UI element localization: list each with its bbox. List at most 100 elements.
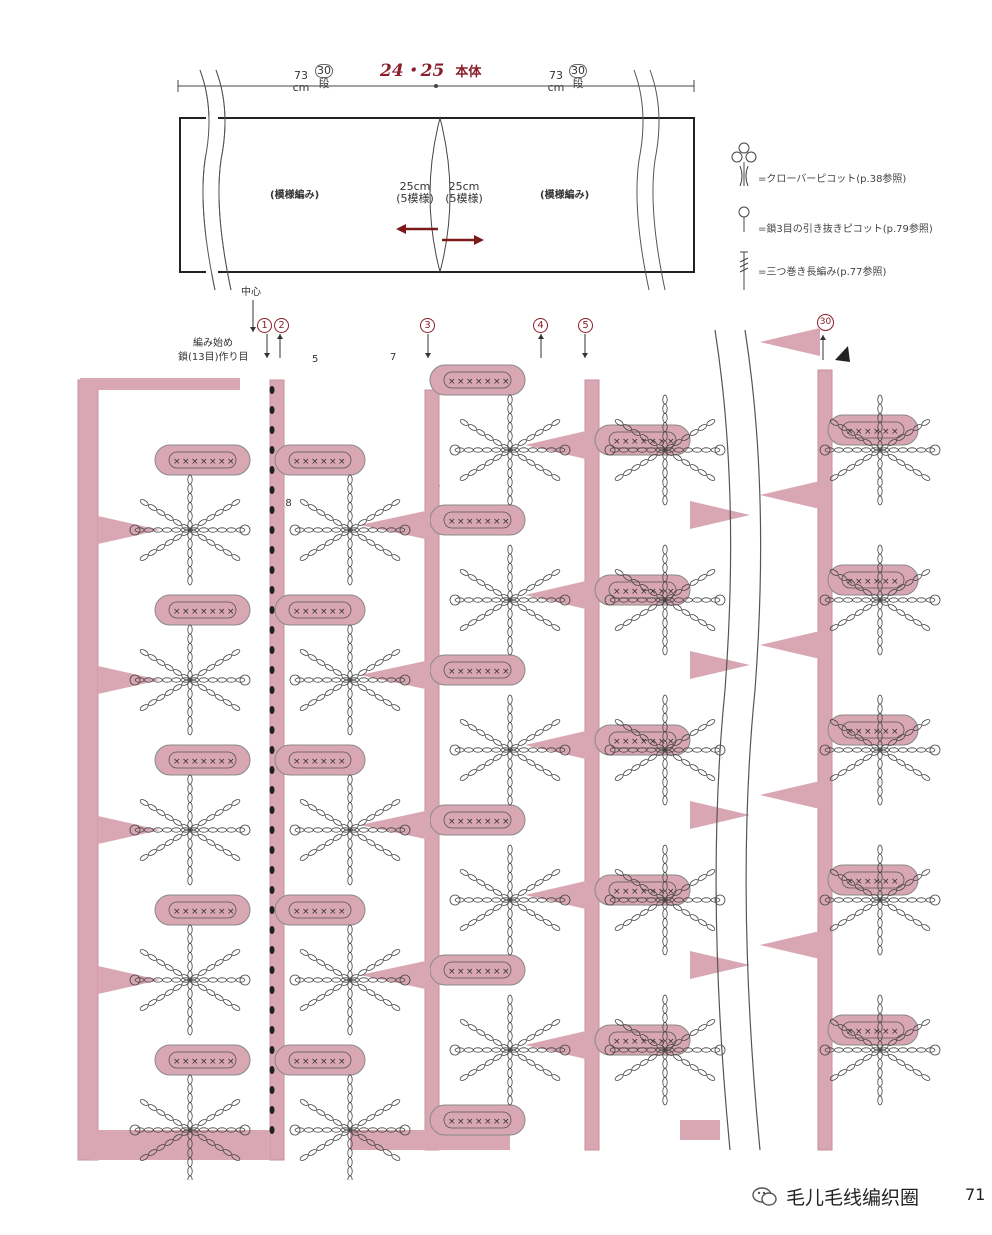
chain-stitch bbox=[852, 747, 862, 753]
x-stitch: × bbox=[218, 757, 226, 767]
crochet-chart: ××××××××××××××××××××××××××××××××××××××××… bbox=[77, 300, 941, 1180]
chain-stitch bbox=[347, 1083, 353, 1094]
legend-item-slip-picot: =鎖3目の引き抜きピコット(p.79参照) bbox=[758, 224, 933, 235]
chain-stitch bbox=[838, 574, 847, 581]
chain-stitch bbox=[308, 1149, 317, 1156]
chain-stitch bbox=[347, 961, 353, 972]
center-chain-stitch bbox=[269, 466, 275, 474]
chain-stitch bbox=[518, 747, 529, 753]
chain-stitch bbox=[231, 649, 241, 656]
chain-stitch bbox=[877, 636, 883, 647]
pattern-block-inner bbox=[443, 511, 512, 529]
chain-stitch bbox=[231, 854, 241, 861]
x-stitch: × bbox=[457, 517, 465, 527]
chain-stitch bbox=[507, 1095, 513, 1106]
chain-stitch bbox=[846, 1029, 856, 1036]
chain-stitch bbox=[698, 469, 707, 476]
right-width-value: 73 bbox=[549, 69, 563, 82]
chain-stitch bbox=[916, 597, 927, 603]
chain-stitch bbox=[187, 783, 193, 794]
x-stitch: × bbox=[864, 427, 872, 437]
chain-stitch bbox=[459, 569, 469, 576]
x-stitch: × bbox=[640, 1037, 648, 1047]
picot-icon bbox=[714, 594, 726, 606]
chain-stitch bbox=[662, 636, 668, 647]
chain-stitch bbox=[507, 1013, 513, 1023]
pattern-block-inner bbox=[443, 371, 512, 389]
chain-stitch bbox=[316, 959, 326, 966]
chain-stitch bbox=[507, 853, 513, 864]
chain-stitch bbox=[324, 539, 334, 546]
pattern-wedge bbox=[690, 951, 750, 979]
chain-stitch bbox=[391, 649, 401, 656]
center-chain-stitch bbox=[269, 926, 275, 934]
chain-stitch bbox=[689, 1064, 699, 1071]
chain-stitch bbox=[303, 1127, 314, 1133]
chain-stitch bbox=[324, 989, 334, 996]
body-rectangle bbox=[179, 117, 695, 273]
chain-stitch bbox=[631, 579, 641, 586]
chain-stitch bbox=[358, 819, 367, 826]
x-stitch: × bbox=[484, 377, 492, 387]
chain-stitch bbox=[333, 969, 342, 976]
chain-stitch bbox=[534, 879, 544, 886]
break-line bbox=[744, 329, 762, 1151]
picot-icon bbox=[559, 444, 571, 456]
chain-stitch bbox=[308, 849, 317, 856]
chain-stitch bbox=[877, 394, 883, 405]
chain-stitch bbox=[187, 725, 193, 736]
chain-stitch bbox=[692, 597, 702, 603]
chain-stitch bbox=[366, 814, 376, 821]
chain-stitch bbox=[366, 539, 376, 546]
chain-stitch bbox=[863, 1039, 872, 1046]
chain-stitch bbox=[347, 652, 353, 662]
pattern-wedge bbox=[360, 510, 430, 540]
chain-stitch bbox=[507, 413, 513, 423]
chain-stitch bbox=[921, 774, 931, 781]
chain-stitch bbox=[877, 777, 883, 787]
pattern-block-inner bbox=[288, 751, 352, 769]
chain-stitch bbox=[888, 1039, 897, 1046]
center-chain-stitch bbox=[269, 786, 275, 794]
chain-stitch bbox=[507, 936, 513, 947]
chain-stitch bbox=[852, 447, 862, 453]
chain-stitch bbox=[316, 659, 326, 666]
chain-stitch bbox=[507, 394, 513, 405]
chain-stitch bbox=[673, 889, 682, 896]
chain-stitch bbox=[507, 703, 513, 714]
x-stitch: × bbox=[631, 437, 639, 447]
picot-icon bbox=[449, 1044, 461, 1056]
center-chain-stitch bbox=[269, 586, 275, 594]
picot-icon bbox=[604, 744, 616, 756]
pattern-wedge bbox=[690, 501, 750, 529]
chain-stitch bbox=[347, 698, 353, 708]
chain-stitch bbox=[206, 514, 216, 521]
x-stitch: × bbox=[191, 1057, 199, 1067]
chain-stitch bbox=[843, 447, 853, 453]
chain-stitch bbox=[374, 1144, 384, 1151]
chain-stitch bbox=[648, 1039, 657, 1046]
x-stitch: × bbox=[227, 1057, 235, 1067]
chain-stitch bbox=[648, 889, 657, 896]
chain-stitch bbox=[921, 869, 931, 876]
chain-stitch bbox=[347, 1175, 353, 1180]
chain-stitch bbox=[528, 1047, 538, 1053]
chain-stitch bbox=[198, 684, 207, 691]
chain-stitch bbox=[518, 604, 527, 611]
chain-stitch bbox=[198, 827, 209, 833]
chain-stitch bbox=[662, 1013, 668, 1023]
chain-stitch bbox=[692, 1047, 702, 1053]
chain-stitch bbox=[507, 795, 513, 806]
chain-stitch bbox=[347, 624, 353, 635]
chain-stitch bbox=[904, 429, 914, 436]
chain-stitch bbox=[507, 908, 513, 919]
chain-stitch bbox=[534, 429, 544, 436]
chain-stitch bbox=[698, 619, 707, 626]
x-stitch: × bbox=[457, 817, 465, 827]
chain-stitch bbox=[223, 1104, 232, 1111]
chain-stitch bbox=[468, 874, 477, 881]
chain-stitch bbox=[324, 839, 334, 846]
x-stitch: × bbox=[640, 437, 648, 447]
chain-stitch bbox=[877, 1077, 883, 1087]
chain-stitch bbox=[534, 1029, 544, 1036]
